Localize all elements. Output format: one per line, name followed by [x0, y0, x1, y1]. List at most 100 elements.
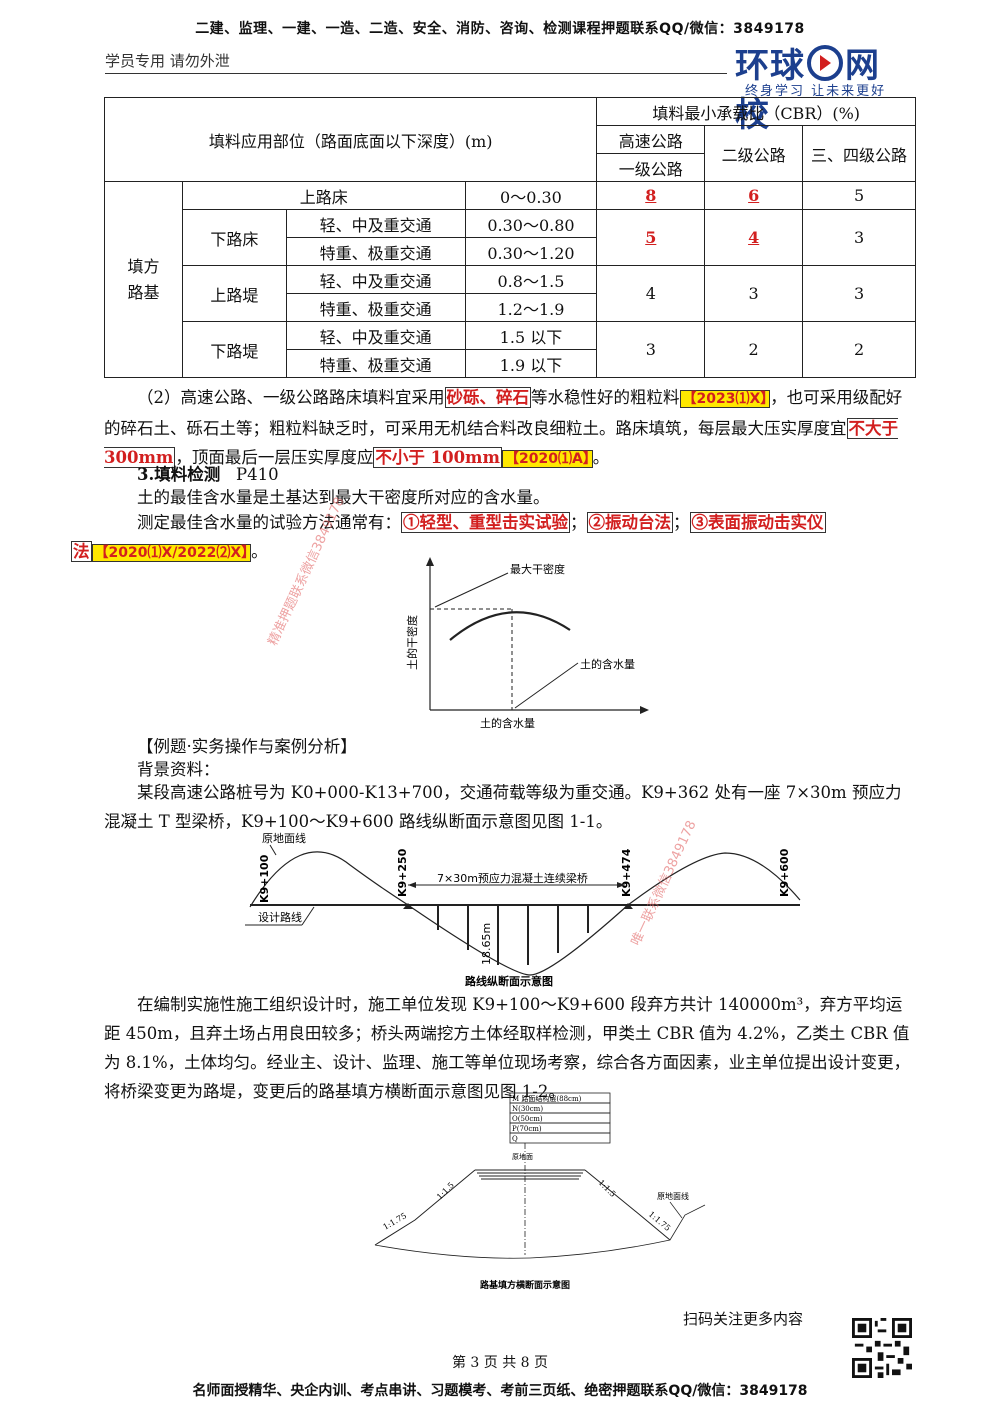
col-highway: 高速公路	[596, 125, 706, 154]
highlight-max-thickness: 不大于 300mm	[104, 418, 898, 468]
col-class2: 二级公路	[704, 125, 804, 182]
upper-bed-depth: 0～0.30	[464, 181, 598, 210]
highlight-min-thickness: 不小于 100mm	[373, 447, 502, 468]
cbr-table: 填料应用部位（路面底面以下深度）(m) 填料最小承载比（CBR）(%) 高速公路…	[103, 97, 916, 378]
lower-bed-depth-2: 0.30～1.20	[464, 237, 598, 266]
lower-bed-label: 下路床	[181, 209, 287, 266]
header-divider	[105, 73, 727, 74]
col-class1: 一级公路	[596, 153, 706, 182]
label-moisture-curve: 土的含水量	[580, 657, 635, 671]
exam-tag: 【2023⑴X】	[679, 390, 771, 408]
abutment-right-icon	[623, 903, 633, 909]
lower-emb-label: 下路堤	[181, 321, 287, 378]
lower-emb-val-2: 2	[704, 321, 804, 378]
pavement-layers	[475, 1169, 585, 1180]
lower-bed-val-2: 4	[704, 209, 804, 266]
label-slope-right-upper: 1:1.5	[597, 1178, 618, 1199]
label-slope-left-upper: 1:1.5	[435, 1181, 456, 1202]
leader-max	[434, 572, 509, 608]
label-ground-line: 原地面线	[262, 831, 306, 845]
page-number: 第 3 页 共 8 页	[451, 1355, 549, 1371]
upper-emb-val-3: 3	[802, 265, 916, 322]
confidential-note: 学员专用 请勿外泄	[105, 52, 230, 70]
lower-bed-val-1: 5	[596, 209, 706, 266]
lower-emb-depth-2: 1.9 以下	[464, 349, 598, 378]
lower-emb-val-3: 2	[802, 321, 916, 378]
label-x: 土的含水量	[480, 716, 535, 730]
scan-prompt: 扫码关注更多内容	[683, 1310, 804, 1328]
traffic-light: 轻、中及重交通	[285, 321, 466, 350]
label-max-density: 最大干密度	[510, 562, 565, 576]
bridge-piers	[437, 905, 589, 965]
upper-emb-depth-2: 1.2～1.9	[464, 293, 598, 322]
upper-emb-depth-1: 0.8～1.5	[464, 265, 598, 294]
background-label: 背景资料：	[137, 760, 220, 779]
qr-code-icon[interactable]	[852, 1318, 912, 1378]
x-axis-arrow-icon	[640, 706, 649, 714]
cross-section-figure: M 路面结构层(88cm) N(30cm) O(50cm) P(70cm) Q …	[374, 1092, 706, 1291]
category-cell: 填方路基	[104, 181, 183, 378]
right-slope	[584, 1169, 671, 1241]
abutment-left-icon	[403, 903, 413, 909]
y-axis-arrow-icon	[426, 557, 434, 566]
original-ground	[374, 1204, 706, 1259]
exam-tag: 【2020⑴X/2022⑵X】	[91, 544, 252, 562]
background-paragraph-1: 某段高速公路桩号为 K0+000-K13+700，交通荷载等级为重交通。K9+3…	[104, 783, 902, 831]
upper-bed-val-2: 6	[704, 181, 804, 210]
traffic-light: 轻、中及重交通	[285, 265, 466, 294]
traffic-heavy: 特重、极重交通	[285, 293, 466, 322]
station-k9-474: K9+474	[620, 848, 633, 897]
optimum-moisture-definition: 土的最佳含水量是土基达到最大干密度所对应的含水量。	[137, 488, 550, 507]
compaction-curve-figure: 最大干密度 土的含水量 土的干密度 土的含水量	[405, 557, 649, 730]
longitudinal-profile-figure: 原地面线 设计路线 K9+100 K9+250 K9+474 K9+600 7×…	[245, 831, 801, 988]
brand-logo: 环球网校 终身学习 让未来更好	[735, 38, 910, 135]
label-y: 土的干密度	[405, 615, 419, 670]
station-k9-250: K9+250	[396, 848, 409, 897]
layer-n: N(30cm)	[512, 1105, 543, 1113]
left-slope	[374, 1169, 476, 1246]
highlight-gravel: 砂砾、碎石	[444, 387, 531, 408]
section-heading: 3.填料检测 P410	[137, 465, 279, 484]
station-k9-600: K9+600	[778, 848, 791, 897]
label-bridge: 7×30m预应力混凝土连续梁桥	[437, 871, 588, 885]
upper-emb-val-1: 4	[596, 265, 706, 322]
ground-line	[249, 851, 801, 976]
traffic-heavy: 特重、极重交通	[285, 237, 466, 266]
label-original-ground-line: 原地面线	[657, 1191, 689, 1201]
example-heading: 【例题·实务操作与案例分析】	[137, 737, 357, 756]
label-slope-left-lower: 1:1.75	[382, 1211, 409, 1232]
traffic-heavy: 特重、极重交通	[285, 349, 466, 378]
leader-moisture	[514, 662, 579, 709]
lower-bed-depth-1: 0.30～0.80	[464, 209, 598, 238]
col-class34: 三、四级公路	[802, 125, 916, 182]
logo-play-icon	[807, 45, 843, 81]
label-ground: 原地面	[512, 1152, 533, 1161]
layer-o: O(50cm)	[512, 1115, 543, 1123]
position-header: 填料应用部位（路面底面以下深度）(m)	[103, 97, 598, 182]
station-k9-100: K9+100	[258, 854, 271, 903]
exam-tag: 【2020⑴A】	[501, 450, 593, 468]
paragraph-subgrade-fill: （2）高速公路、一级公路路床填料宜采用砂砾、碎石等水稳性好的粗粒料【2023⑴X…	[104, 387, 903, 468]
layer-p: P(70cm)	[512, 1125, 542, 1133]
layer-q: Q	[512, 1135, 518, 1143]
test-methods-paragraph: 测定最佳含水量的试验方法通常有：①轻型、重型击实试验；②振动台法；③表面振动击实…	[71, 512, 826, 562]
logo-slogan: 终身学习 让未来更好	[745, 84, 887, 99]
upper-emb-val-2: 3	[704, 265, 804, 322]
upper-emb-label: 上路堤	[181, 265, 287, 322]
background-paragraph-2: 在编制实施性施工组织设计时，施工单位发现 K9+100～K9+600 段弃方共计…	[104, 995, 911, 1101]
label-design-line: 设计路线	[258, 910, 302, 924]
label-depth: 18.65m	[480, 923, 493, 965]
lower-emb-val-1: 3	[596, 321, 706, 378]
footer-banner: 名师面授精华、央企内训、考点串讲、习题模考、考前三页纸、绝密押题联系QQ/微信：…	[192, 1383, 808, 1399]
cbr-header: 填料最小承载比（CBR）(%)	[596, 97, 916, 126]
upper-bed-label: 上路床	[181, 181, 466, 210]
traffic-light: 轻、中及重交通	[285, 209, 466, 238]
upper-bed-val-1: 8	[596, 181, 706, 210]
top-banner: 二建、监理、一建、一造、二造、安全、消防、咨询、检测课程押题联系QQ/微信：38…	[195, 21, 805, 37]
caption-profile: 路线纵断面示意图	[465, 974, 553, 988]
layer-m: M 路面结构层(88cm)	[512, 1094, 582, 1103]
upper-bed-val-3: 5	[802, 181, 916, 210]
label-slope-right-lower: 1:1.75	[647, 1210, 672, 1233]
caption-cross-section: 路基填方横断面示意图	[480, 1279, 570, 1291]
lower-emb-depth-1: 1.5 以下	[464, 321, 598, 350]
